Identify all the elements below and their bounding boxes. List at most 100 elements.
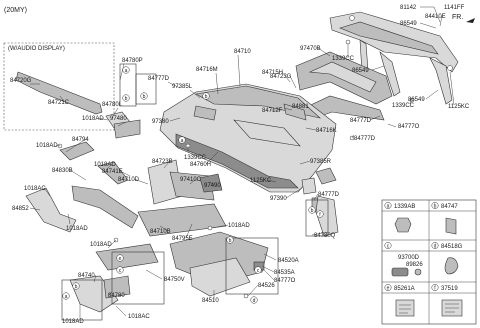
svg-text:a: a: [125, 68, 128, 74]
part-label: 84715H: [262, 70, 283, 76]
part-label: 97385R: [310, 159, 332, 165]
part-label: 1018AD: [36, 143, 58, 149]
callout: a: [62, 292, 70, 300]
callout: b: [308, 206, 316, 214]
part-label: 84830B: [52, 168, 73, 174]
leader-lines: [29, 6, 455, 320]
group-bracket-6: [61, 279, 103, 321]
svg-text:e: e: [119, 256, 122, 262]
group-bracket-4: [225, 237, 279, 295]
legend-part: 85261A: [394, 286, 415, 292]
part-label: 97410C: [180, 177, 202, 183]
option-box: [3, 42, 115, 131]
svg-text:b: b: [205, 94, 208, 100]
part-label: 1018AC: [24, 186, 46, 192]
part-label: 84780: [108, 293, 125, 299]
lower-crash-pad: [95, 243, 159, 271]
side-end-panel: [315, 195, 339, 237]
svg-text:f: f: [434, 285, 436, 291]
glove-box-cover: [189, 257, 251, 297]
clip-7: [243, 293, 249, 299]
part-label: 84760H: [190, 162, 211, 168]
legend-key-f: f: [431, 284, 439, 291]
callout: f: [316, 210, 324, 218]
lower-garnish: [137, 203, 227, 237]
part-label: 84716M: [196, 67, 218, 73]
part-label: 84720G: [10, 78, 32, 84]
part-label: 97380: [152, 119, 169, 125]
callout: b: [202, 92, 210, 100]
part-label: 84721C: [48, 100, 70, 106]
group-bracket-2: [135, 73, 157, 105]
crash-pad-lower-bracket: [97, 161, 129, 185]
callout: a: [122, 66, 130, 74]
cover-icon: [444, 257, 459, 275]
legend-subpart: 89826: [406, 262, 423, 268]
part-label: 1339CC: [184, 155, 207, 161]
legend-key-e: e: [384, 284, 392, 291]
part-label: 84777D: [318, 192, 340, 198]
part-label: 84710: [234, 49, 251, 55]
part-label: 86549: [352, 68, 369, 74]
part-label: 84710D: [118, 177, 140, 183]
right-vent: [315, 167, 337, 185]
legend-key-d: d: [431, 242, 439, 249]
part-label: 84520A: [278, 258, 299, 264]
svg-text:c: c: [119, 268, 122, 274]
part-label: 84777O: [398, 124, 420, 130]
part-label: 84741E: [102, 169, 123, 175]
part-label: 84795E: [172, 236, 193, 242]
callout: b: [140, 92, 148, 100]
svg-text:d: d: [434, 243, 437, 249]
part-label: 86549: [408, 97, 425, 103]
part-label: 84777D: [148, 76, 170, 82]
part-label: 84777D: [350, 118, 372, 124]
callout: b: [226, 236, 234, 244]
svg-text:b: b: [143, 94, 146, 100]
fr-arrow-icon: FR.: [452, 14, 475, 23]
svg-text:a: a: [65, 294, 68, 300]
part-label: 97490: [204, 183, 221, 189]
part-label: 84777D: [354, 136, 376, 142]
callout: a: [178, 136, 186, 144]
part-label: 97480: [110, 116, 127, 122]
svg-text:a: a: [387, 203, 390, 209]
side-cover: [25, 187, 77, 233]
model-note: (20MY): [4, 7, 27, 14]
part-label: 1018AD: [82, 116, 104, 122]
svg-text:f: f: [319, 212, 321, 218]
part-label: 84740: [78, 273, 95, 279]
tag-icon: [441, 299, 463, 317]
part-label: 1125KC: [250, 178, 272, 184]
label-icon: [395, 299, 415, 317]
part-label: 84723B: [152, 159, 173, 165]
clip-6: [207, 225, 213, 231]
part-label: 1018AD: [90, 242, 112, 248]
part-label: 1018AD: [228, 223, 250, 229]
legend-part: 1339AB: [394, 204, 415, 210]
svg-text:b: b: [311, 208, 314, 214]
svg-text:c: c: [387, 243, 390, 249]
part-label: 1339CC: [332, 56, 355, 62]
option-box-label: (W/AUDIO DISPLAY): [8, 46, 65, 52]
callout: e: [116, 254, 124, 262]
legend-part: 84518G: [441, 244, 463, 250]
part-label: 97390: [270, 196, 287, 202]
part-label: 84750V: [164, 277, 185, 283]
part-label: 1018AD: [94, 162, 116, 168]
part-label: 1339CC: [392, 103, 415, 109]
part-label: 1141FF: [444, 5, 465, 11]
legend-subpart: 93700D: [398, 255, 420, 261]
callout: c: [116, 266, 124, 274]
svg-text:b: b: [125, 96, 128, 102]
svg-text:d: d: [253, 298, 256, 304]
right-side-trim: [301, 177, 317, 195]
part-label: 84881: [292, 104, 309, 110]
svg-text:a: a: [181, 138, 184, 144]
legend-table: a 1339AB b 84747 c d 84518G 93700D 89826…: [381, 199, 477, 325]
svg-text:b: b: [229, 238, 232, 244]
part-label: 84780P: [122, 58, 143, 64]
part-label: 84535A: [274, 270, 295, 276]
part-label: 84794: [72, 137, 89, 143]
